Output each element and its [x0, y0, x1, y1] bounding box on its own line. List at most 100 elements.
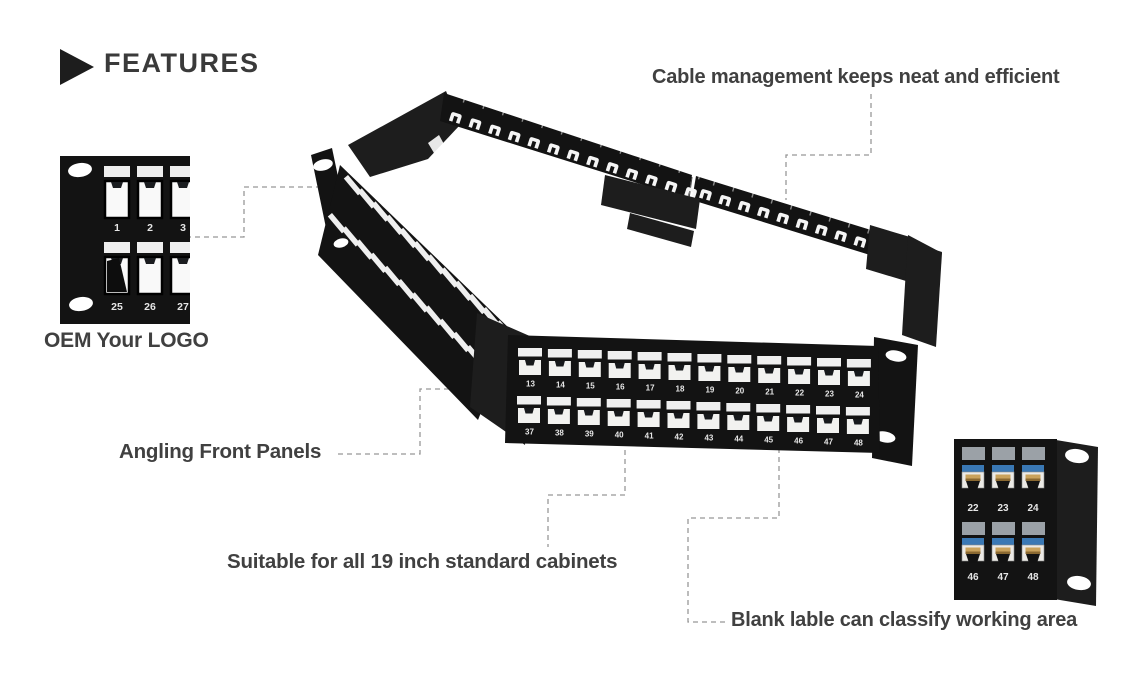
keystone-notch: [553, 409, 564, 415]
label-strip: [606, 399, 631, 408]
keystone-opening: [607, 411, 630, 426]
bar-tick: [580, 136, 583, 142]
keystone-jack-top: [992, 538, 1014, 545]
bar-tick: [751, 193, 754, 198]
cable-hooks: [448, 98, 928, 266]
center-bracket-tab: [627, 213, 694, 247]
cable-hook-icon: [605, 162, 619, 174]
left-support-arm: [348, 91, 460, 177]
label-strip: [467, 293, 487, 315]
label-strip: [371, 201, 390, 222]
cable-hook-icon: [546, 143, 560, 156]
keystone-jack-top: [962, 465, 984, 472]
blank-label-strip: [1022, 447, 1045, 460]
label-strip: [787, 357, 812, 366]
jack-pins: [995, 474, 1011, 481]
bar-tick: [770, 199, 774, 204]
keystone-opening: [638, 364, 661, 379]
bar-tick: [809, 211, 812, 216]
blank-label-strip: [992, 447, 1015, 460]
port-number: 23: [825, 390, 834, 399]
cable-hook-icon: [737, 200, 751, 213]
jack-opening: [966, 554, 980, 563]
keystone-opening: [697, 414, 720, 429]
jack-pins-shade: [1025, 551, 1041, 554]
keystone-notch: [674, 365, 685, 371]
label-strip: [382, 265, 402, 287]
port-number: 42: [675, 433, 684, 442]
jack-opening: [1026, 554, 1040, 563]
cable-hook-icon: [814, 224, 828, 237]
keystone-jack-top: [962, 538, 984, 545]
port-number: 47: [824, 438, 833, 447]
play-triangle-icon: [60, 49, 94, 85]
keystone-opening: [577, 410, 600, 425]
keystone-opening: [758, 368, 781, 383]
keystone-notch: [824, 370, 834, 376]
bar-tick: [599, 142, 603, 148]
port-number: 40: [615, 431, 624, 440]
port-number: 14: [556, 381, 565, 390]
bar-tick: [560, 130, 564, 135]
annotation-angling-panels: Angling Front Panels: [119, 440, 322, 463]
port-number: 2: [147, 222, 153, 234]
cable-hook-icon: [776, 212, 789, 225]
keystone-notch: [111, 182, 123, 188]
label-strip: [518, 348, 542, 357]
annotation-cabinets: Suitable for all 19 inch standard cabine…: [227, 550, 618, 573]
label-strip: [104, 242, 130, 253]
keystone-notch: [763, 416, 774, 422]
label-strip: [440, 267, 459, 288]
mounting-hole: [874, 431, 896, 443]
label-strip: [355, 239, 374, 260]
page-title: FEATURES: [104, 48, 260, 78]
keystone-opening: [818, 370, 840, 385]
label-strip: [845, 407, 870, 416]
label-strip: [451, 331, 471, 353]
keystone-notch: [853, 371, 864, 377]
label-strip: [727, 355, 752, 364]
bar-tick: [541, 123, 544, 129]
label-strip: [412, 241, 432, 262]
jack-opening: [966, 481, 980, 490]
keystone-notch: [144, 182, 156, 188]
cable-hook-icon: [834, 230, 847, 243]
port-number: 20: [735, 387, 744, 396]
bar-tick: [697, 174, 701, 180]
label-strip: [327, 213, 347, 234]
dashed-connector-cable: [785, 94, 872, 200]
dashed-connector-cabinet: [547, 450, 626, 547]
label-strip: [786, 405, 811, 414]
port-number: 27: [177, 301, 189, 313]
keystone-notch: [794, 369, 805, 375]
keystone-notch: [793, 417, 804, 423]
keystone-notch: [643, 412, 654, 418]
cable-hook-icon: [795, 218, 809, 231]
dust-cover: [107, 258, 127, 292]
label-strip: [398, 227, 418, 249]
annotation-oem-logo: OEM Your LOGO: [44, 329, 209, 352]
keystone-notch: [764, 368, 775, 374]
bar-tick: [731, 187, 735, 192]
keystone-opening: [846, 419, 869, 434]
port-number: 41: [645, 432, 654, 441]
cable-hook-icon: [664, 180, 678, 193]
dashed-connector-oem: [186, 186, 322, 238]
keystone-notch: [852, 419, 863, 425]
right-step-bracket: [866, 225, 910, 281]
mounting-hole: [333, 238, 349, 248]
keystone-opening: [698, 366, 721, 381]
label-strip: [666, 401, 691, 410]
keystone-opening: [169, 255, 190, 296]
cable-hook-icon: [468, 118, 482, 131]
keystone-opening: [787, 417, 810, 432]
keystone-opening: [728, 367, 751, 382]
label-strip: [137, 242, 163, 253]
jack-pins-shade: [995, 551, 1011, 554]
cable-hook-icon: [625, 168, 639, 181]
label-strip: [396, 279, 416, 300]
right-support-bracket: [902, 235, 942, 347]
bar-tick: [847, 223, 851, 228]
label-strip: [343, 175, 363, 196]
